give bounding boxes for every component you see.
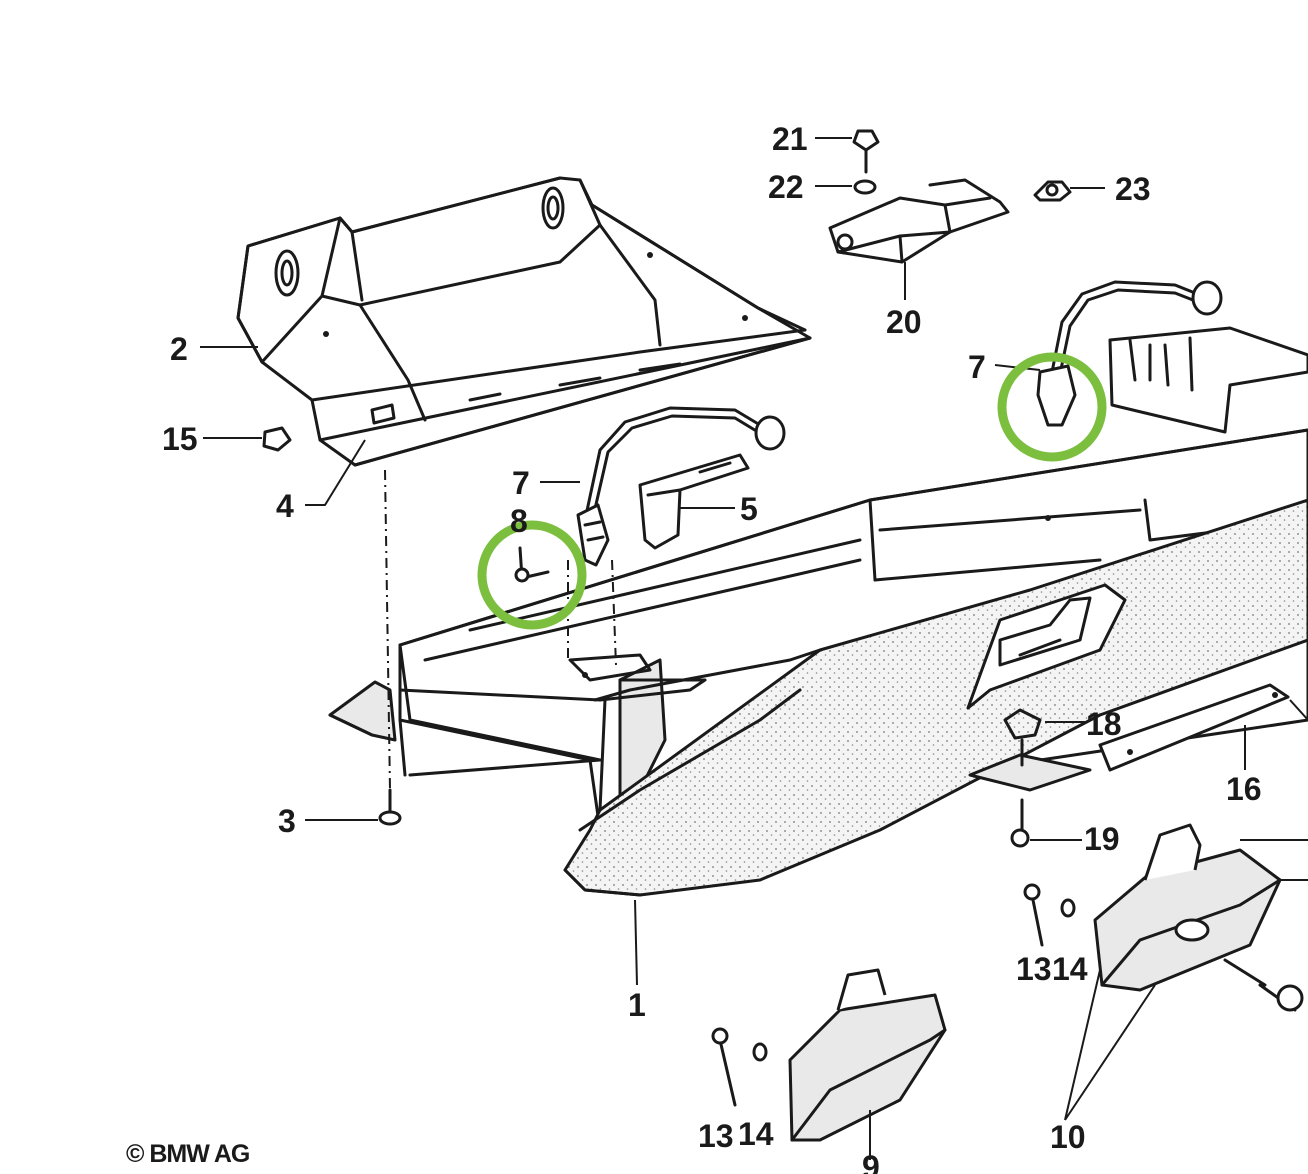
label-1: 1 [628,987,646,1023]
label-19: 19 [1084,821,1120,857]
clip-part-18 [1003,708,1042,767]
copyright-text: © BMW AG [126,1140,249,1168]
handle-part-9 [788,968,947,1142]
label-21: 21 [772,121,808,157]
label-13-right: 13 [1016,951,1052,987]
highlight-circle-pin [477,520,587,630]
label-23: 23 [1115,171,1151,207]
bracket-right [1108,326,1308,434]
pin-part-8 [514,546,550,583]
leader-lines [200,137,1308,1160]
glove-box-lid [563,498,1308,897]
label-13-bottom: 13 [698,1118,734,1154]
screw-part-21 [852,129,880,174]
screw-part-13-bottom [711,1027,737,1107]
bracket-part-5 [638,453,750,550]
callout-labels: 21 22 23 20 2 15 4 7 8 5 7 18 16 3 19 13… [162,121,1262,1174]
label-3: 3 [278,803,296,839]
screw-part-3 [378,788,402,826]
lock-handle-part-10 [1093,823,1304,1012]
highlight-circle-cable-end [997,352,1107,462]
label-14-right: 14 [1052,951,1088,987]
label-7-left: 7 [512,465,530,501]
label-10: 10 [1050,1119,1086,1155]
label-18: 18 [1086,706,1122,742]
label-2: 2 [170,331,188,367]
label-8: 8 [510,503,528,539]
screw-part-19 [1010,798,1030,848]
upper-bracket-part [236,176,812,467]
mount-part-20 [828,178,1072,264]
hinge-strip-part-16 [968,683,1290,792]
washer-part-14-bottom [752,1042,768,1062]
label-15: 15 [162,421,198,457]
label-16: 16 [1226,771,1262,807]
washer-part-14-right [1060,898,1076,918]
label-20: 20 [886,304,922,340]
label-9: 9 [862,1149,880,1174]
nut-part-15 [262,426,292,452]
label-4: 4 [276,488,294,524]
label-5: 5 [740,491,758,527]
washer-part-22 [853,179,877,195]
label-7-right: 7 [968,349,986,385]
label-14-bottom: 14 [738,1116,774,1152]
label-22: 22 [768,169,804,205]
screw-part-13-right [1023,883,1044,947]
cable-part-7-right [1036,280,1223,427]
cable-part-7-left [576,406,786,567]
